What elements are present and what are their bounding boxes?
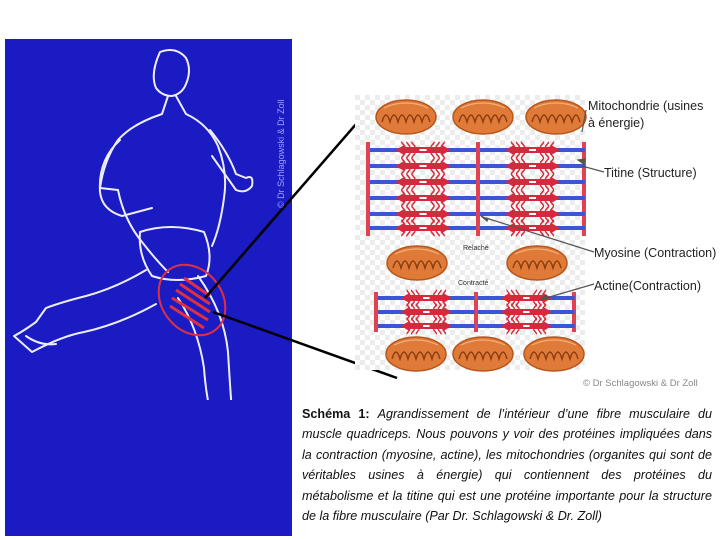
- mitochondrion: [523, 336, 585, 372]
- runner-panel: [5, 39, 292, 536]
- sarcomere-contracted: [374, 289, 576, 335]
- quadriceps-highlight: [157, 263, 227, 337]
- copyright-vertical-text: © Dr Schlagowski & Dr Zoll: [276, 99, 286, 208]
- zoom-line-top: [204, 99, 378, 299]
- mitochondrion: [375, 99, 437, 135]
- mitochondrion: [452, 99, 514, 135]
- mitochondrion: [385, 336, 447, 372]
- sarcomere-relaxed: [366, 141, 586, 237]
- label-myosin: Myosine (Contraction): [594, 246, 717, 260]
- relaxed-label: Relaché: [463, 245, 489, 252]
- label-actin: Actine(Contraction): [594, 279, 701, 293]
- mitochondrion: [525, 99, 587, 135]
- figure-caption: Schéma 1: Agrandissement de l’intérieur …: [302, 404, 712, 526]
- runner-figure: [13, 49, 254, 400]
- mitochondrion: [452, 336, 514, 372]
- caption-title: Schéma 1:: [302, 407, 370, 421]
- leader-lines: [480, 109, 605, 302]
- caption-text: Agrandissement de l’intérieur d’une fibr…: [302, 407, 713, 523]
- copyright-vertical: © Dr Schlagowski & Dr Zoll: [270, 60, 290, 210]
- muscle-diagram: Relaché Contracté: [13, 49, 605, 400]
- label-titin: Titine (Structure): [604, 166, 697, 180]
- contracted-label: Contracté: [458, 280, 488, 287]
- mitochondrion: [386, 245, 448, 281]
- copyright-bottom: © Dr Schlagowski & Dr Zoll: [583, 378, 698, 389]
- mitochondrion: [506, 245, 568, 281]
- label-mitochondria: Mitochondrie (usines à énergie): [588, 99, 704, 130]
